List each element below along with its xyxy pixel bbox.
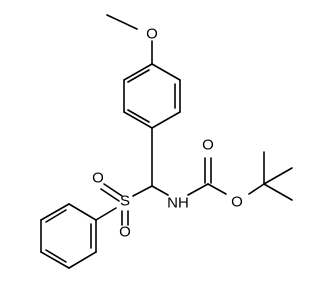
bond-phenyl-6-1 [68,203,97,221]
bond-ch-s [132,185,153,197]
atom-label-sulfonyl-oxygen-bottom: O [119,224,131,241]
bond-s-o-top-b [100,188,120,202]
bond-methyl-o [106,14,138,30]
bond-phenyl-inner-top-left [45,209,67,223]
bond-carbonyl-c-ester-o [207,183,227,195]
bonds [40,14,293,269]
atom-label-carbonyl-oxygen: O [202,137,214,154]
bond-n-carbonyl-c [187,183,209,196]
bond-phenyl-3-4 [40,251,70,269]
bond-ring-lower-right-bottom [151,111,181,129]
bond-phenyl-2-3 [68,251,97,269]
bond-phenyl-inner-bottom-left [45,249,67,263]
bond-ring-top-upper-right [151,63,181,81]
bond-tert-butyl-bottom-methyl [263,183,293,201]
bond-ring-inner-top-left [127,69,150,83]
bond-s-o-top-a [103,183,123,197]
bond-ester-o-tert-butyl [248,183,265,195]
atom-label-sulfur: S [120,193,130,210]
atom-label-methoxy-oxygen: O [146,26,158,43]
bond-ring-bottom-lower-left [123,111,153,129]
bond-s-phenyl [95,207,117,221]
atom-labels: O S O O NH O O [92,26,243,241]
bond-ring-inner-bottom-left [127,109,150,123]
atom-label-sulfonyl-oxygen-top: O [92,170,104,187]
bond-tert-butyl-right-methyl [263,167,293,185]
atom-label-ester-oxygen: O [231,194,243,211]
bond-ring-upper-left-top [123,63,153,81]
bond-phenyl-5-6 [40,203,70,221]
bond-ch-n [151,185,169,196]
atom-label-nh: NH [167,195,189,212]
